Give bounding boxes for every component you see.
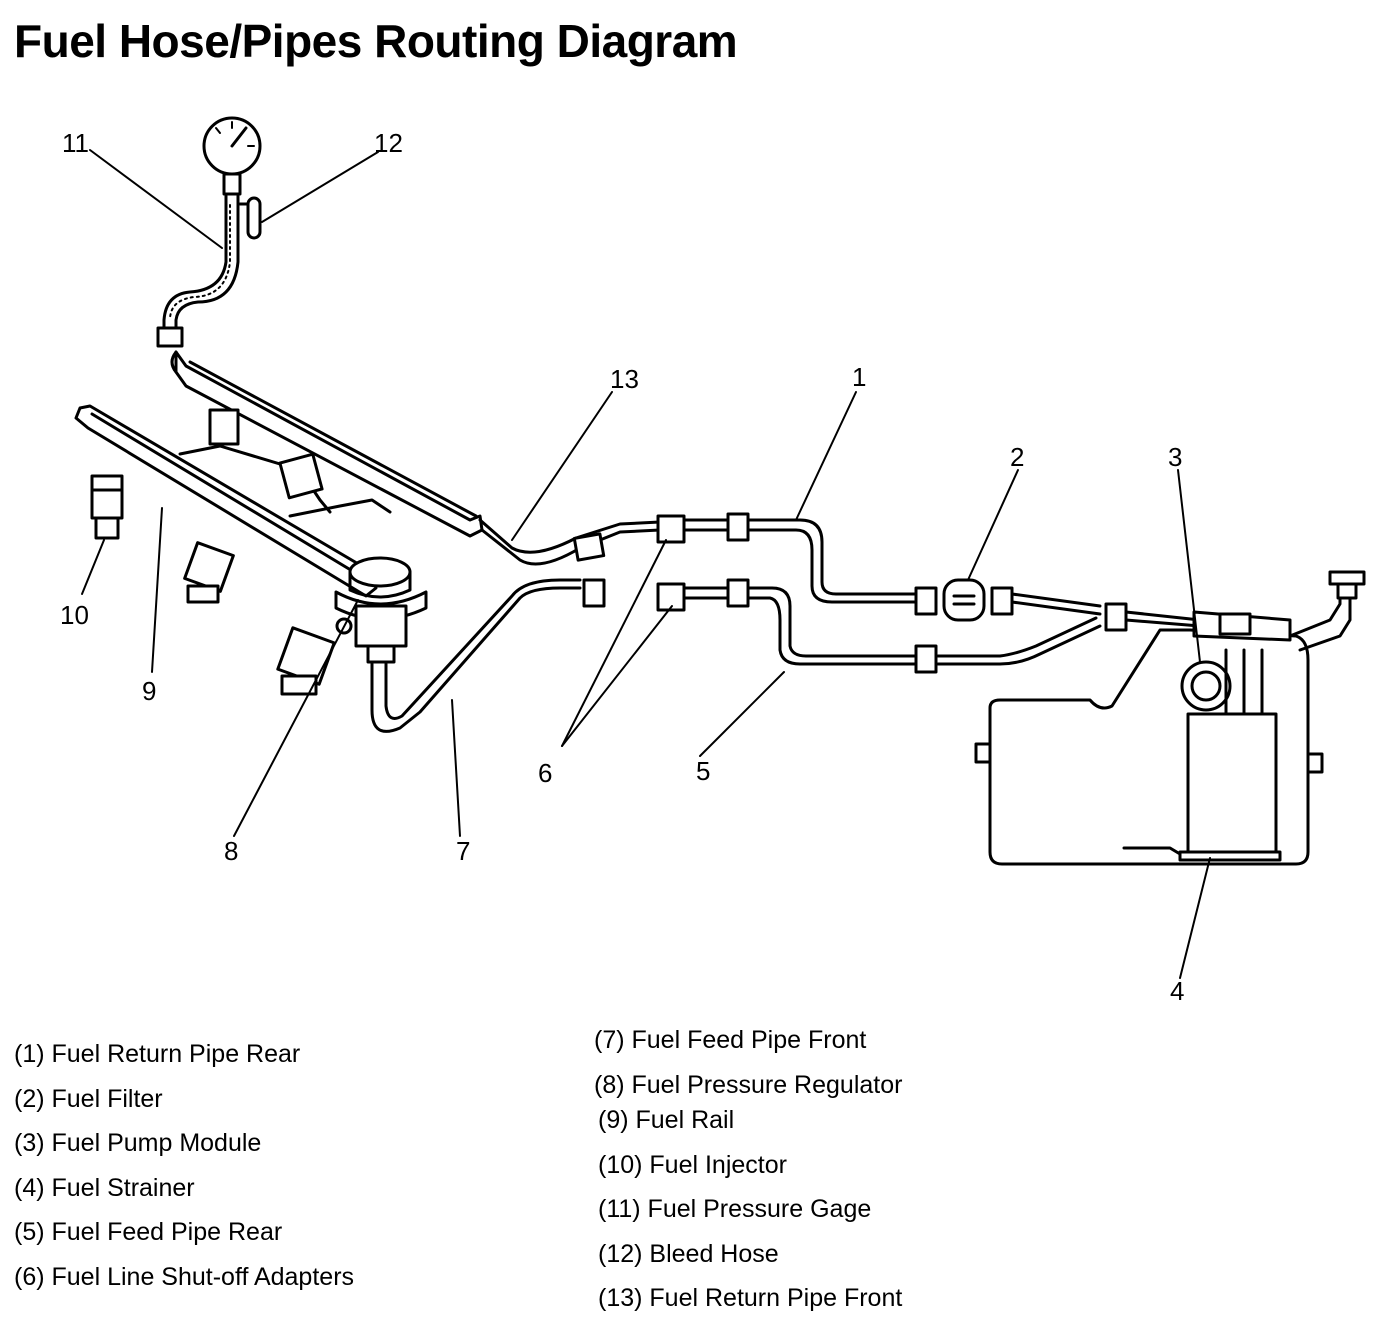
fuel-rail [74, 350, 484, 598]
callout-6: 6 [538, 758, 552, 788]
callout-8: 8 [224, 836, 238, 866]
callout-labels: 1 2 3 4 5 6 7 8 9 10 11 12 13 [60, 128, 1184, 1006]
fuel-strainer [1178, 850, 1282, 862]
legend-item: (10) Fuel Injector [598, 1151, 787, 1179]
legend-item: (11) Fuel Pressure Gage [598, 1195, 872, 1223]
fuel-pressure-regulator [334, 556, 428, 664]
pipe-connectors [572, 512, 938, 674]
legend-item: (3) Fuel Pump Module [14, 1129, 262, 1157]
callout-13: 13 [610, 364, 639, 394]
fuel-pressure-gage [156, 116, 262, 348]
leader-lines [81, 149, 1211, 979]
legend-item: (5) Fuel Feed Pipe Rear [14, 1218, 283, 1246]
callout-10: 10 [60, 600, 89, 630]
fuel-routing-diagram: 1 2 3 4 5 6 7 8 9 10 11 12 13 [60, 116, 1366, 1006]
callout-7: 7 [456, 836, 470, 866]
callout-5: 5 [696, 756, 710, 786]
fuel-return-pipe-rear [678, 528, 922, 604]
fuel-feed-pipe-rear [678, 596, 922, 666]
legend-item: (12) Bleed Hose [598, 1240, 779, 1268]
legend-item: (9) Fuel Rail [598, 1106, 735, 1134]
callout-9: 9 [142, 676, 156, 706]
page-title: Fuel Hose/Pipes Routing Diagram [14, 15, 738, 67]
callout-2: 2 [1010, 442, 1024, 472]
bleed-hose [238, 196, 262, 240]
fuel-filter [942, 578, 1102, 622]
legend-item: (4) Fuel Strainer [14, 1174, 195, 1202]
fuel-feed-pipe-front [370, 586, 582, 733]
callout-11: 11 [62, 128, 89, 158]
fuel-pump-module [1180, 570, 1366, 856]
legend-item: (13) Fuel Return Pipe Front [598, 1284, 903, 1312]
legend-item: (1) Fuel Return Pipe Rear [14, 1040, 301, 1068]
callout-1: 1 [852, 362, 866, 392]
callout-3: 3 [1168, 442, 1182, 472]
callout-4: 4 [1170, 976, 1184, 1006]
legend-item: (2) Fuel Filter [14, 1085, 163, 1113]
fuel-line-shutoff-adapter [656, 514, 686, 612]
legend-item: (8) Fuel Pressure Regulator [594, 1071, 903, 1099]
callout-12: 12 [374, 128, 403, 158]
legend-item: (6) Fuel Line Shut-off Adapters [14, 1263, 355, 1291]
fuel-injector [90, 408, 336, 696]
legend-item: (7) Fuel Feed Pipe Front [594, 1026, 867, 1054]
